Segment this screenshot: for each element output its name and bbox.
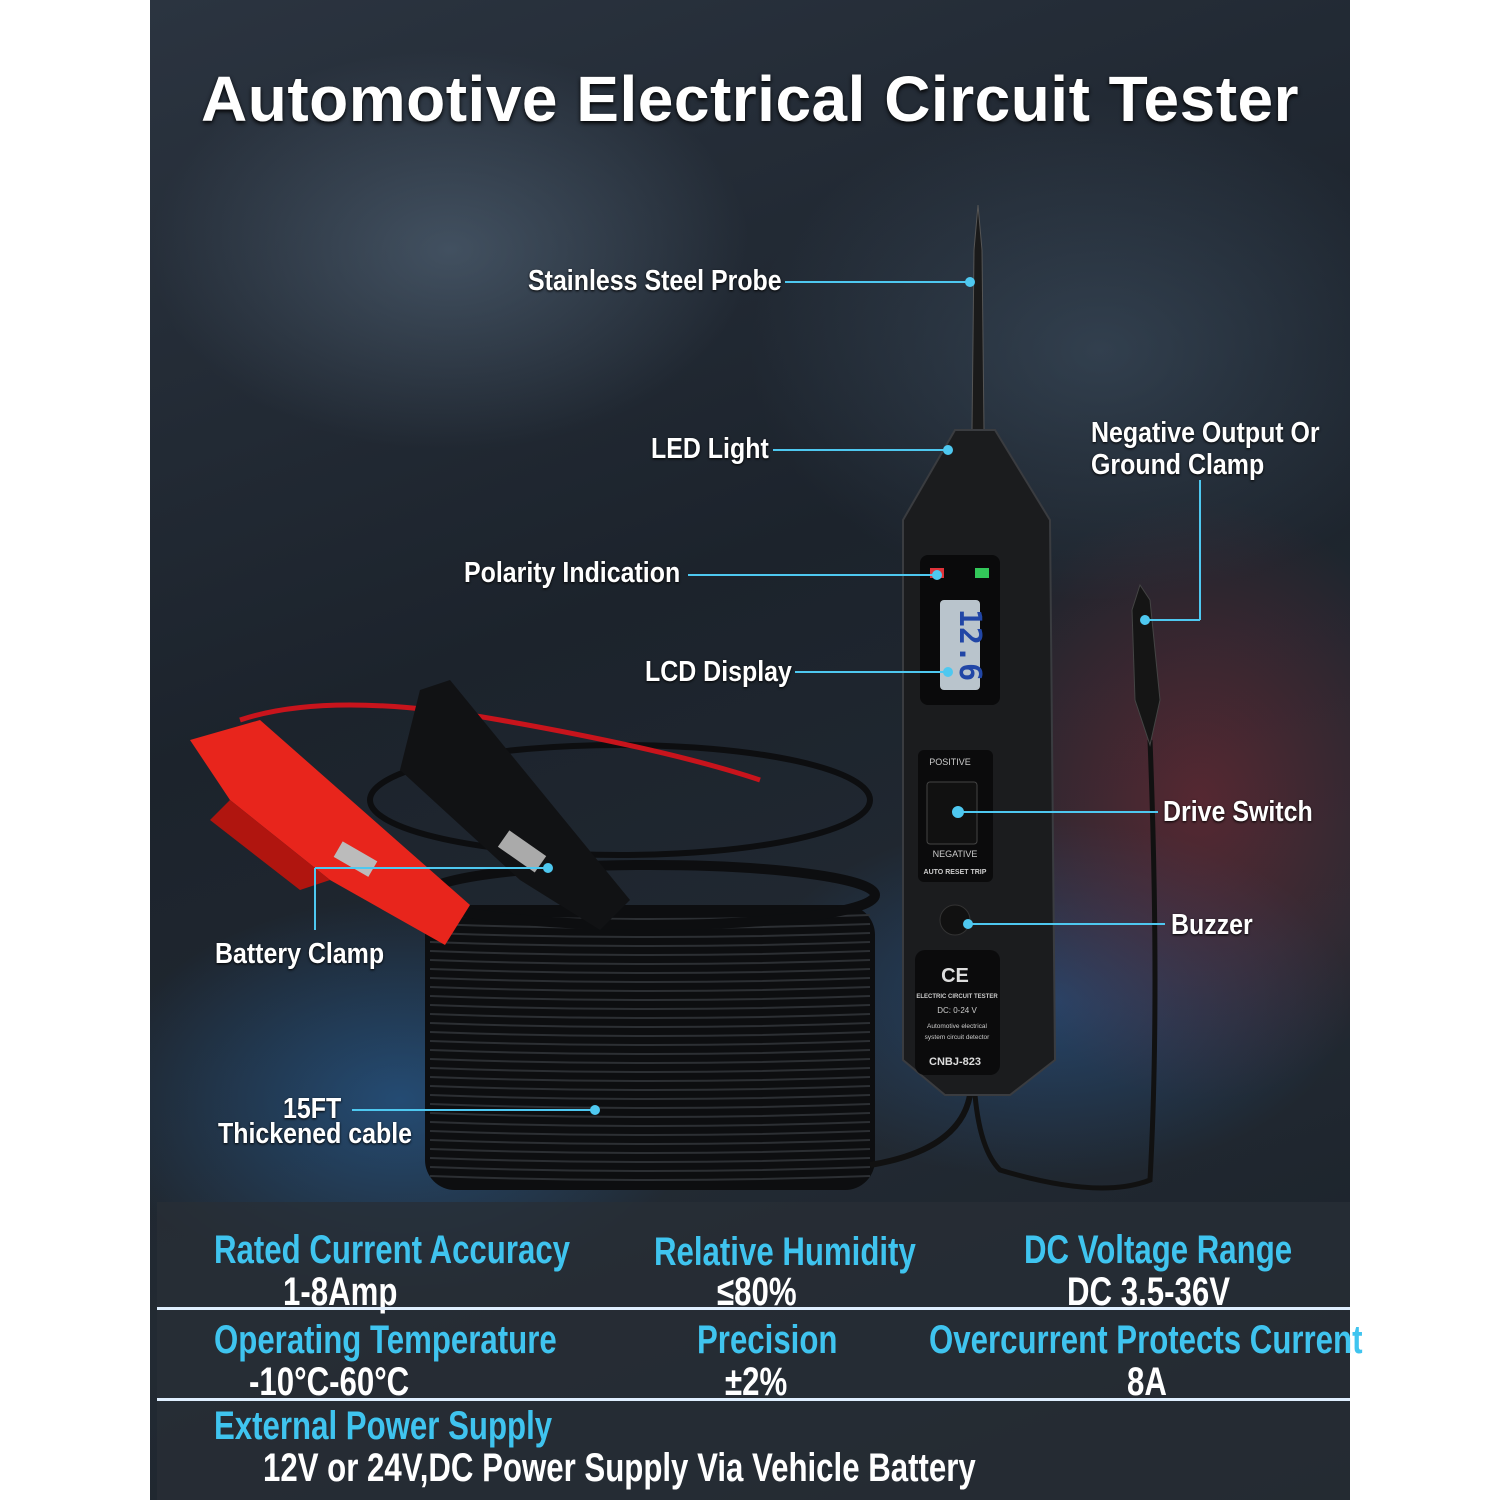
polarity-green-led [975,568,989,578]
spec-label: DC Voltage Range [1024,1228,1293,1272]
switch-positive-label: POSITIVE [929,757,971,767]
cable-coil [367,742,880,1190]
coil-turn [429,1022,871,1028]
coil-turn [429,968,871,974]
coil-turn [429,1139,871,1145]
ground-cable [972,739,1158,1191]
callout-polarity: Polarity Indication [464,557,681,589]
callout-negative-line1: Negative Output Or [1091,417,1320,449]
divider [157,1398,1350,1401]
spec-label: Overcurrent Protects Current [929,1318,1363,1362]
coil-turn [429,1166,871,1172]
coil-turn [429,1112,871,1118]
coil-turn [429,1130,871,1136]
coil-turn [429,1004,871,1010]
coil-turn [429,1067,871,1073]
coil-turn [429,1103,871,1109]
spec-value: 1-8Amp [283,1270,398,1314]
spec-label: Operating Temperature [214,1318,557,1362]
spec-label: Precision [697,1318,838,1362]
coil-turn [429,1013,871,1019]
coil-turn [429,1040,871,1046]
coil-turn [429,1175,871,1181]
stainless-steel-probe [971,204,985,431]
callout-cable-length: 15FT [283,1093,342,1125]
spec-value: -10°C-60°C [249,1360,410,1404]
coil-turn [429,1049,871,1055]
coil-turn [429,995,871,1001]
device-label-line: DC: 0-24 V [937,1006,977,1015]
leader-lines [314,277,1201,1115]
switch-negative-label: NEGATIVE [933,849,978,859]
coil-turn [429,1121,871,1127]
model-number: CNBJ-823 [929,1056,981,1068]
device-label-line: system circuit detector [925,1034,990,1041]
coil-turn [429,1058,871,1064]
coil-turn [429,1094,871,1100]
spec-value: ±2% [725,1360,788,1404]
callout-led-light: LED Light [651,433,769,465]
device-label-line: Automotive electrical [927,1023,988,1030]
callout-battery-clamp: Battery Clamp [215,938,385,970]
coil-turn [429,1148,871,1154]
tester-cable [869,1094,973,1168]
red-wire [239,702,761,783]
tester-body: 12.6 POSITIVE NEGATIVE AUTO RESET TRIP C… [902,429,1057,1096]
spec-table: Rated Current Accuracy 1-8Amp Relative H… [157,1202,1362,1500]
coil-turn [429,986,871,992]
callout-probe: Stainless Steel Probe [528,265,782,297]
ce-mark: CE [941,965,969,987]
coil-turn [429,1076,871,1082]
spec-value: ≤80% [717,1270,797,1314]
coil-turn [429,941,871,947]
callout-buzzer: Buzzer [1171,909,1253,941]
coil-turn [429,1157,871,1163]
spec-value: 12V or 24V,DC Power Supply Via Vehicle B… [263,1446,976,1490]
spec-value: DC 3.5-36V [1067,1270,1231,1314]
black-battery-clamp [400,680,630,930]
spec-label: Relative Humidity [654,1230,916,1274]
callout-cable-desc: Thickened cable [218,1118,413,1150]
coil-turn [429,932,871,938]
coil-turn [429,1031,871,1037]
spec-label: External Power Supply [214,1404,553,1448]
callout-drive-switch: Drive Switch [1163,796,1313,828]
coil-turn [429,959,871,965]
reset-label: AUTO RESET TRIP [924,869,987,876]
page-title: Automotive Electrical Circuit Tester [201,63,1299,135]
coil-turn [429,977,871,983]
spec-value: 8A [1127,1360,1167,1404]
coil-turn [429,1085,871,1091]
callout-negative-line2: Ground Clamp [1091,449,1265,481]
divider [157,1307,1350,1310]
spec-label: Rated Current Accuracy [214,1228,571,1272]
coil-turn [429,950,871,956]
ground-clamp [1131,583,1161,747]
callout-lcd: LCD Display [645,656,792,688]
device-label-line: ELECTRIC CIRCUIT TESTER [916,994,998,1000]
lcd-reading: 12.6 [952,609,987,681]
